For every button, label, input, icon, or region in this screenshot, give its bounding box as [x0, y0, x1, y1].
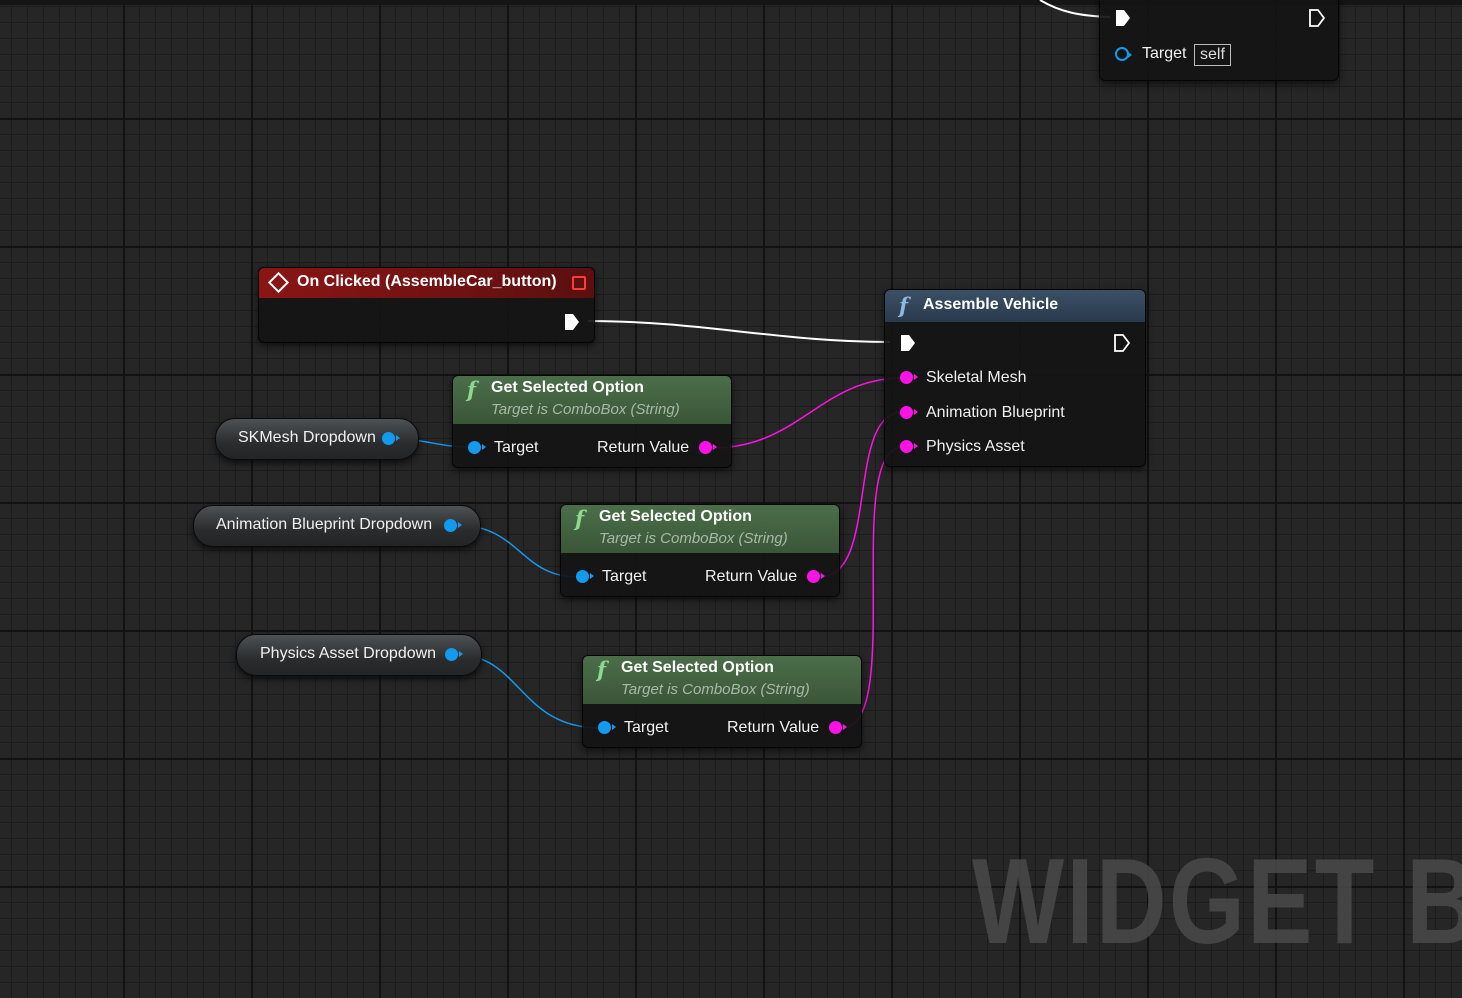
graph-type-watermark: WIDGET B — [972, 833, 1462, 969]
physics-asset-label: Physics Asset — [926, 438, 1025, 455]
target-pin-row[interactable]: Target self — [1115, 42, 1315, 66]
event-diamond-icon — [267, 271, 290, 294]
assemble-node-title: Assemble Vehicle — [923, 296, 1059, 313]
animation-blueprint-pin-row[interactable]: Animation Blueprint — [900, 401, 1130, 425]
skmesh-dropdown-variable[interactable]: SKMesh Dropdown — [215, 418, 419, 460]
string-pin-icon[interactable] — [807, 570, 825, 583]
top-function-node[interactable]: Target self — [1099, 0, 1339, 81]
variable-label: Physics Asset Dropdown — [260, 645, 437, 662]
animation-blueprint-label: Animation Blueprint — [926, 404, 1065, 421]
function-icon: f — [597, 657, 607, 682]
assemble-node-header: f Assemble Vehicle — [885, 290, 1145, 322]
get-node-header: f Get Selected Option Target is ComboBox… — [453, 376, 731, 424]
get-selected-option-node[interactable]: f Get Selected Option Target is ComboBox… — [582, 655, 862, 748]
target-label: Target — [602, 568, 647, 585]
string-pin-icon[interactable] — [900, 440, 918, 453]
target-pin-row[interactable]: Target Return Value — [598, 716, 848, 740]
string-pin-icon[interactable] — [829, 721, 847, 734]
target-pin-row[interactable]: Target Return Value — [468, 436, 718, 460]
get-node-subtitle: Target is ComboBox (String) — [621, 681, 810, 698]
return-value-label: Return Value — [705, 568, 798, 585]
variable-label: SKMesh Dropdown — [238, 429, 376, 446]
get-node-title: Get Selected Option — [621, 659, 774, 676]
exec-out-pin-icon[interactable] — [1309, 9, 1325, 27]
object-pin-icon[interactable] — [468, 441, 486, 454]
string-pin-icon[interactable] — [900, 371, 918, 384]
delegate-square-icon[interactable] — [572, 276, 586, 290]
target-pin-row[interactable]: Target Return Value — [576, 565, 826, 589]
get-node-header: f Get Selected Option Target is ComboBox… — [583, 656, 861, 704]
function-icon: f — [575, 506, 585, 531]
event-node-title: On Clicked (AssembleCar_button) — [297, 273, 557, 290]
object-pin-icon[interactable] — [598, 721, 616, 734]
get-node-subtitle: Target is ComboBox (String) — [599, 530, 788, 547]
graph-top-edge — [0, 0, 1462, 5]
object-pin-icon[interactable] — [444, 519, 462, 532]
skeletal-mesh-pin-row[interactable]: Skeletal Mesh — [900, 366, 1130, 390]
return-value-label: Return Value — [597, 439, 690, 456]
get-node-subtitle: Target is ComboBox (String) — [491, 401, 680, 418]
get-selected-option-node[interactable]: f Get Selected Option Target is ComboBox… — [452, 375, 732, 468]
object-pin-icon[interactable] — [576, 570, 594, 583]
event-node-header: On Clicked (AssembleCar_button) — [259, 268, 594, 298]
get-selected-option-node[interactable]: f Get Selected Option Target is ComboBox… — [560, 504, 840, 597]
object-pin-icon[interactable] — [445, 648, 463, 661]
animation-blueprint-dropdown-variable[interactable]: Animation Blueprint Dropdown — [193, 505, 481, 547]
self-value-box[interactable]: self — [1194, 44, 1231, 66]
function-icon: f — [899, 293, 909, 318]
wire-return1-to-skeletal-mesh[interactable] — [711, 377, 904, 449]
physics-asset-pin-row[interactable]: Physics Asset — [900, 435, 1130, 459]
get-node-title: Get Selected Option — [491, 379, 644, 396]
get-node-header: f Get Selected Option Target is ComboBox… — [561, 505, 839, 553]
function-icon: f — [467, 377, 477, 402]
return-value-label: Return Value — [727, 719, 820, 736]
physics-asset-dropdown-variable[interactable]: Physics Asset Dropdown — [236, 634, 482, 676]
string-pin-icon[interactable] — [699, 441, 717, 454]
exec-wire-onclicked-to-assemble[interactable] — [587, 320, 891, 343]
target-label: Target — [1142, 45, 1187, 62]
exec-in-pin-icon[interactable] — [1115, 9, 1131, 27]
target-label: Target — [624, 719, 669, 736]
string-pin-icon[interactable] — [900, 406, 918, 419]
variable-label: Animation Blueprint Dropdown — [216, 516, 433, 533]
get-node-title: Get Selected Option — [599, 508, 752, 525]
target-label: Target — [494, 439, 539, 456]
assemble-vehicle-node[interactable]: f Assemble Vehicle Skeletal Mesh Animati… — [884, 289, 1146, 467]
exec-out-pin-icon[interactable] — [564, 313, 580, 331]
exec-out-pin-icon[interactable] — [1114, 334, 1130, 352]
object-pin-icon[interactable] — [382, 432, 400, 445]
skeletal-mesh-label: Skeletal Mesh — [926, 369, 1027, 386]
on-clicked-event-node[interactable]: On Clicked (AssembleCar_button) — [258, 267, 595, 343]
exec-in-pin-icon[interactable] — [900, 334, 916, 352]
object-pin-icon[interactable] — [1115, 47, 1132, 61]
